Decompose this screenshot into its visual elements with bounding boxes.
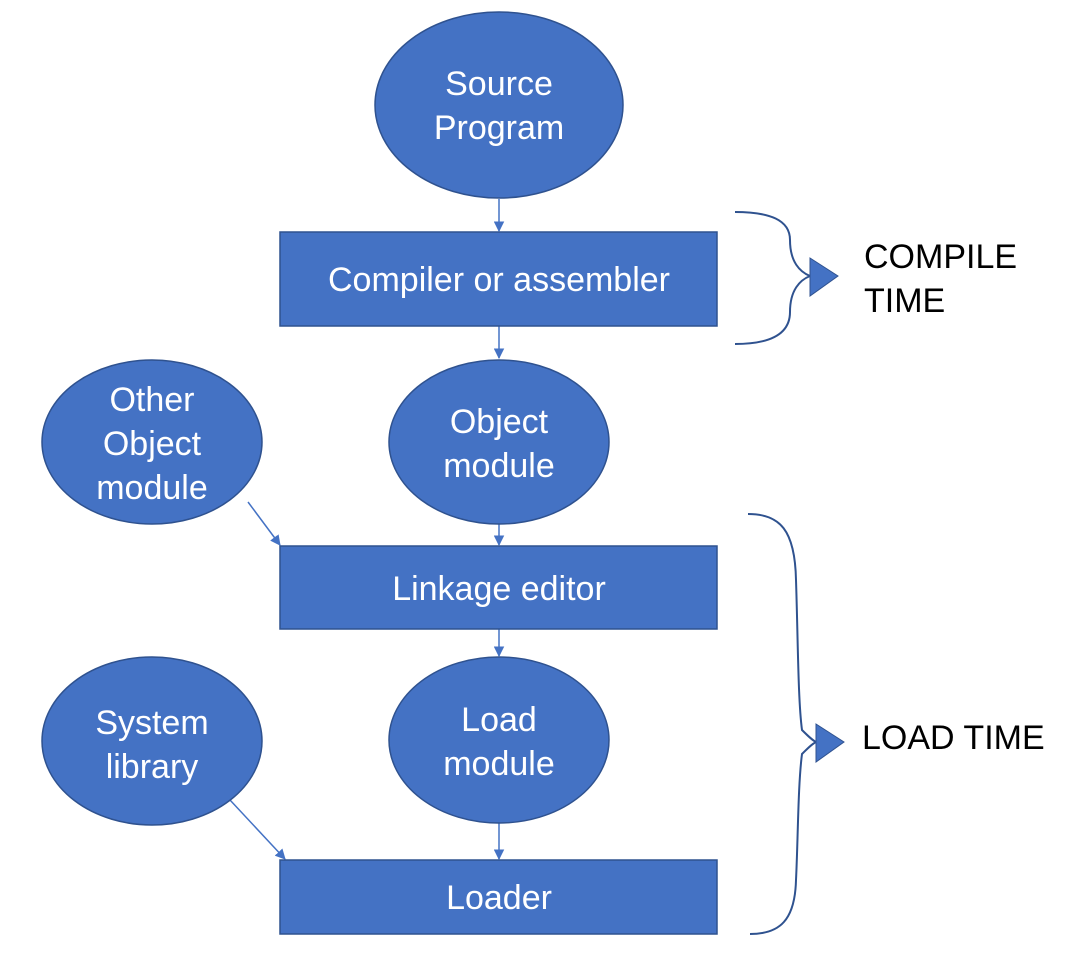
other-object-module-line-3: module	[96, 469, 208, 507]
edge-system-library-to-loader	[229, 799, 286, 860]
load-module-line-1: Load	[461, 701, 537, 739]
node-system-library: System library	[41, 656, 263, 826]
load-time-label: LOAD TIME	[862, 719, 1045, 757]
system-library-line-2: library	[106, 748, 199, 786]
compile-time-label-line-1: COMPILE	[864, 238, 1017, 276]
edge-other-object-to-linkage	[247, 501, 281, 546]
node-load-module: Load module	[388, 656, 610, 824]
source-program-line-2: Program	[434, 109, 564, 147]
load-time-brace	[747, 513, 845, 935]
node-loader: Loader	[279, 859, 718, 935]
load-time-arrow-icon	[815, 723, 845, 763]
system-library-line-1: System	[95, 704, 208, 742]
other-object-module-line-2: Object	[103, 425, 202, 463]
linkage-editor-label: Linkage editor	[392, 570, 606, 608]
node-other-object-module: Other Object module	[41, 359, 263, 525]
object-module-line-2: module	[443, 447, 555, 485]
node-source-program: Source Program	[374, 11, 624, 199]
source-program-line-1: Source	[445, 65, 553, 103]
compile-time-brace	[734, 211, 839, 345]
object-module-line-1: Object	[450, 403, 549, 441]
edges	[229, 199, 505, 861]
compiler-label: Compiler or assembler	[328, 261, 670, 299]
loader-label: Loader	[446, 879, 552, 917]
other-object-module-line-1: Other	[109, 381, 194, 419]
compile-time-arrow-icon	[809, 257, 839, 297]
node-compiler: Compiler or assembler	[279, 231, 718, 327]
node-linkage-editor: Linkage editor	[279, 545, 718, 630]
load-module-line-2: module	[443, 745, 555, 783]
node-object-module: Object module	[388, 359, 610, 525]
compile-time-label-line-2: TIME	[864, 282, 945, 320]
